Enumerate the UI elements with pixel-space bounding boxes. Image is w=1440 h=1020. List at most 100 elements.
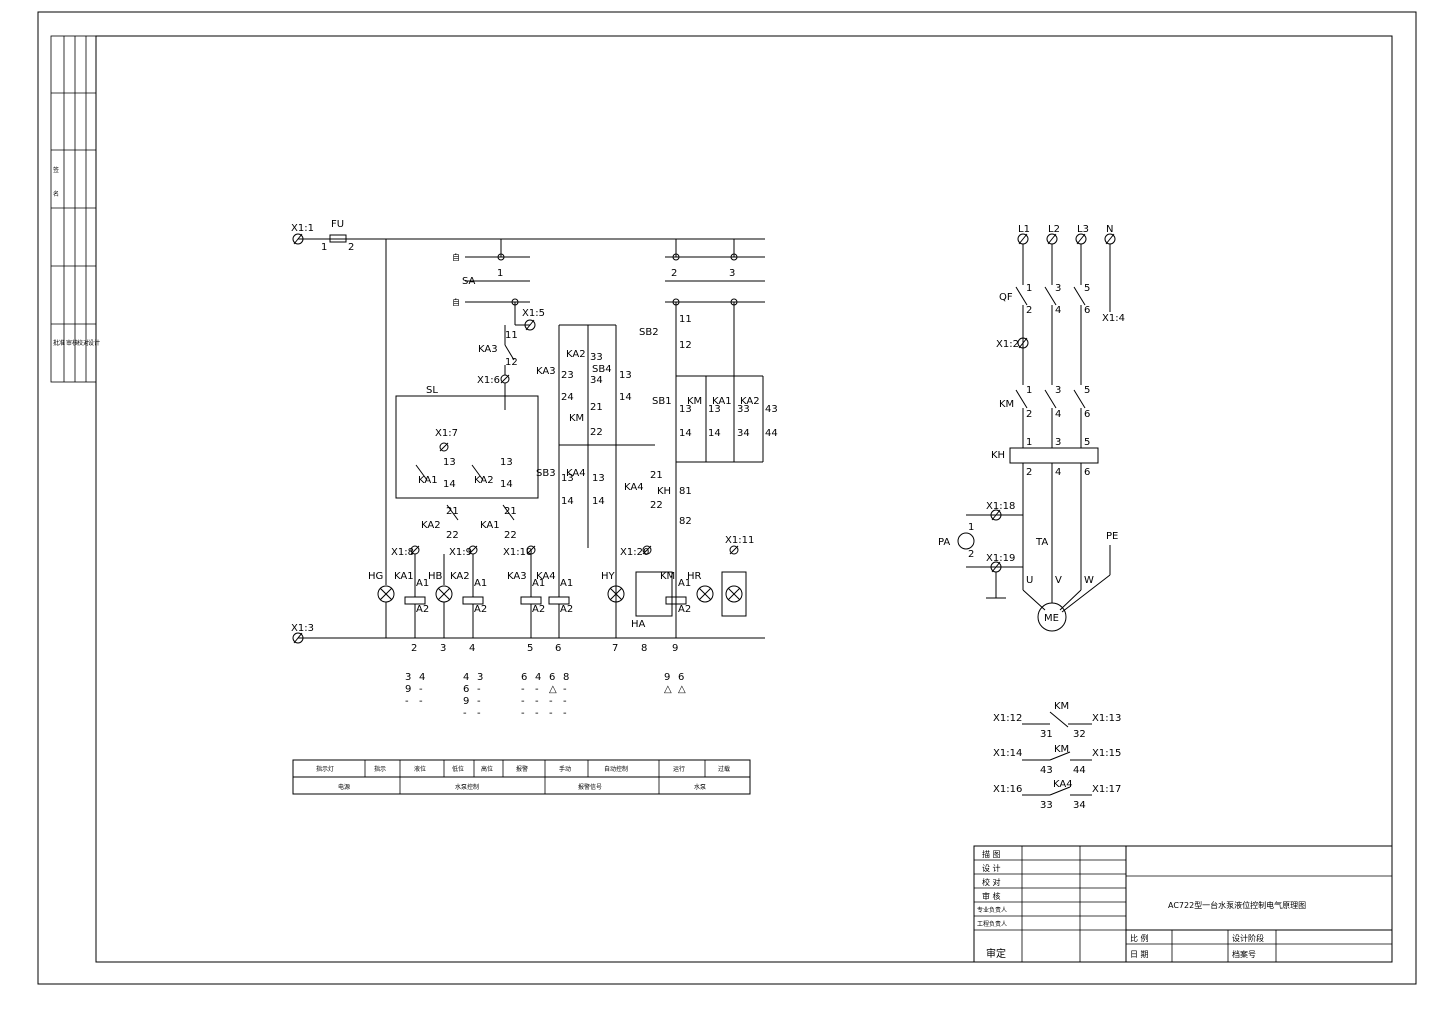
xref-4-c: △ <box>664 684 672 695</box>
aux2-right: X1:15 <box>1092 748 1121 759</box>
tb-role-3: 审 核 <box>982 891 1001 901</box>
km-13-14-label: KM <box>687 396 702 407</box>
tb-role-1: 设 计 <box>982 863 1001 873</box>
sb2-12: 12 <box>679 340 692 351</box>
pa-label: PA <box>938 537 950 548</box>
km-14: 14 <box>708 428 721 439</box>
aux3-n2: 34 <box>1073 800 1086 811</box>
kh-main-label: KH <box>991 450 1005 461</box>
aux-contacts: X1:12 X1:13 KM 31 32 X1:14 X1:15 KM 43 4… <box>993 701 1121 811</box>
sb1-label: SB1 <box>652 396 672 407</box>
xref-3-d: 8 <box>563 672 569 683</box>
qf-label: QF <box>999 292 1013 303</box>
km-main-label: KM <box>999 399 1014 410</box>
ka2-43: 43 <box>765 404 778 415</box>
xref-3-n: - <box>535 708 539 719</box>
label-ka3: KA3 <box>507 571 527 582</box>
ka2-22: 22 <box>446 530 459 541</box>
sb4-13: 13 <box>619 370 632 381</box>
sb4-14: 14 <box>619 392 632 403</box>
ka4-14: 14 <box>592 496 605 507</box>
phase-l2: L2 <box>1048 224 1060 235</box>
coil-ka2 <box>462 596 484 605</box>
xref-1-e: - <box>405 696 409 707</box>
sb3-14: 14 <box>561 496 574 507</box>
ft-top-4: 高位 <box>481 765 493 773</box>
xref-3-g: △ <box>549 684 557 695</box>
term-x12: X1:2 <box>996 339 1019 350</box>
aux3-n1: 33 <box>1040 800 1053 811</box>
ft-top-8: 运行 <box>673 765 685 773</box>
aux1-left: X1:12 <box>993 713 1022 724</box>
ka2-a1: A1 <box>474 578 487 589</box>
km-2: 2 <box>1026 409 1032 420</box>
label-ha: HA <box>631 619 646 630</box>
xref-3-l: - <box>563 696 567 707</box>
ka3-23: 23 <box>561 370 574 381</box>
wire-1-label: 1 <box>497 268 503 279</box>
ka3-24: 24 <box>561 392 574 403</box>
wire-num-7: 7 <box>612 643 618 654</box>
phase-w: W <box>1084 575 1094 586</box>
qf-3: 3 <box>1055 283 1061 294</box>
label-hy: HY <box>601 571 616 582</box>
ka4-21-22-label: KA4 <box>624 482 644 493</box>
aux3-right: X1:17 <box>1092 784 1121 795</box>
term-x18: X1:8 <box>391 547 414 558</box>
tb-role-4: 专业负责人 <box>977 906 1007 914</box>
fuse-fu <box>329 234 347 243</box>
ka4-13: 13 <box>592 473 605 484</box>
sl-float-switch <box>395 395 539 499</box>
kh-4: 4 <box>1055 467 1061 478</box>
ft-top-6: 手动 <box>559 765 571 773</box>
aux3-name: KA4 <box>1053 779 1073 790</box>
label-ka4: KA4 <box>536 571 556 582</box>
sb1-13: 13 <box>679 404 692 415</box>
ka2-13: 13 <box>500 457 513 468</box>
kh-2: 2 <box>1026 467 1032 478</box>
control-circuit: X1:1 FU 1 2 X1:3 自 SA 自 1 2 3 HG <box>291 219 778 654</box>
label-hb: HB <box>428 571 443 582</box>
km-13: 13 <box>708 404 721 415</box>
ft-bottom-0: 电源 <box>338 783 350 791</box>
thermal-relay-kh <box>1009 447 1099 464</box>
term-x16: X1:6 <box>477 375 500 386</box>
strip-label-2: 审核 <box>66 339 78 347</box>
xref-2-e: 9 <box>463 696 469 707</box>
xref-3-p: - <box>563 708 567 719</box>
tb-date: 日 期 <box>1130 950 1149 959</box>
wire-num-3: 3 <box>440 643 446 654</box>
ka1-14: 14 <box>443 479 456 490</box>
xref-3-c: 6 <box>549 672 555 683</box>
ft-top-9: 过载 <box>718 765 730 773</box>
coil-ka1 <box>404 596 426 605</box>
ft-top-2: 液位 <box>414 765 426 773</box>
ka3-11: 11 <box>505 330 518 341</box>
ka2-44: 44 <box>765 428 778 439</box>
ka1-13-14-label: KA1 <box>418 475 438 486</box>
xref-3-i: - <box>521 696 525 707</box>
ta-label: TA <box>1035 537 1048 548</box>
kh-6: 6 <box>1084 467 1090 478</box>
strip-label-4: 设计 <box>88 339 100 347</box>
xref-2-d: - <box>477 684 481 695</box>
xref-3-k: - <box>549 696 553 707</box>
ka3-23-24-label: KA3 <box>536 366 556 377</box>
term-x19: X1:9 <box>449 547 472 558</box>
motor-me <box>1037 602 1067 632</box>
aux1-n2: 32 <box>1073 729 1086 740</box>
term-x111: X1:11 <box>725 535 754 546</box>
xref-3-h: - <box>563 684 567 695</box>
km-6: 6 <box>1084 409 1090 420</box>
title-block: 描 图 设 计 校 对 审 核 专业负责人 工程负责人 审定 AC722型一台水… <box>973 845 1393 963</box>
sa-pos-auto: 自 <box>452 252 460 262</box>
aux1-right: X1:13 <box>1092 713 1121 724</box>
tb-role-0: 描 图 <box>982 849 1001 859</box>
inner-frame <box>95 35 1393 963</box>
wire-2-label: 2 <box>671 268 677 279</box>
wire-num-4: 4 <box>469 643 475 654</box>
xref-4-d: △ <box>678 684 686 695</box>
power-circuit: L1 L2 L3 N QF 1 3 5 2 4 6 X1:4 X1:2 KM 1… <box>938 224 1125 632</box>
xref-1-d: - <box>419 684 423 695</box>
xref-1-b: 4 <box>419 672 425 683</box>
